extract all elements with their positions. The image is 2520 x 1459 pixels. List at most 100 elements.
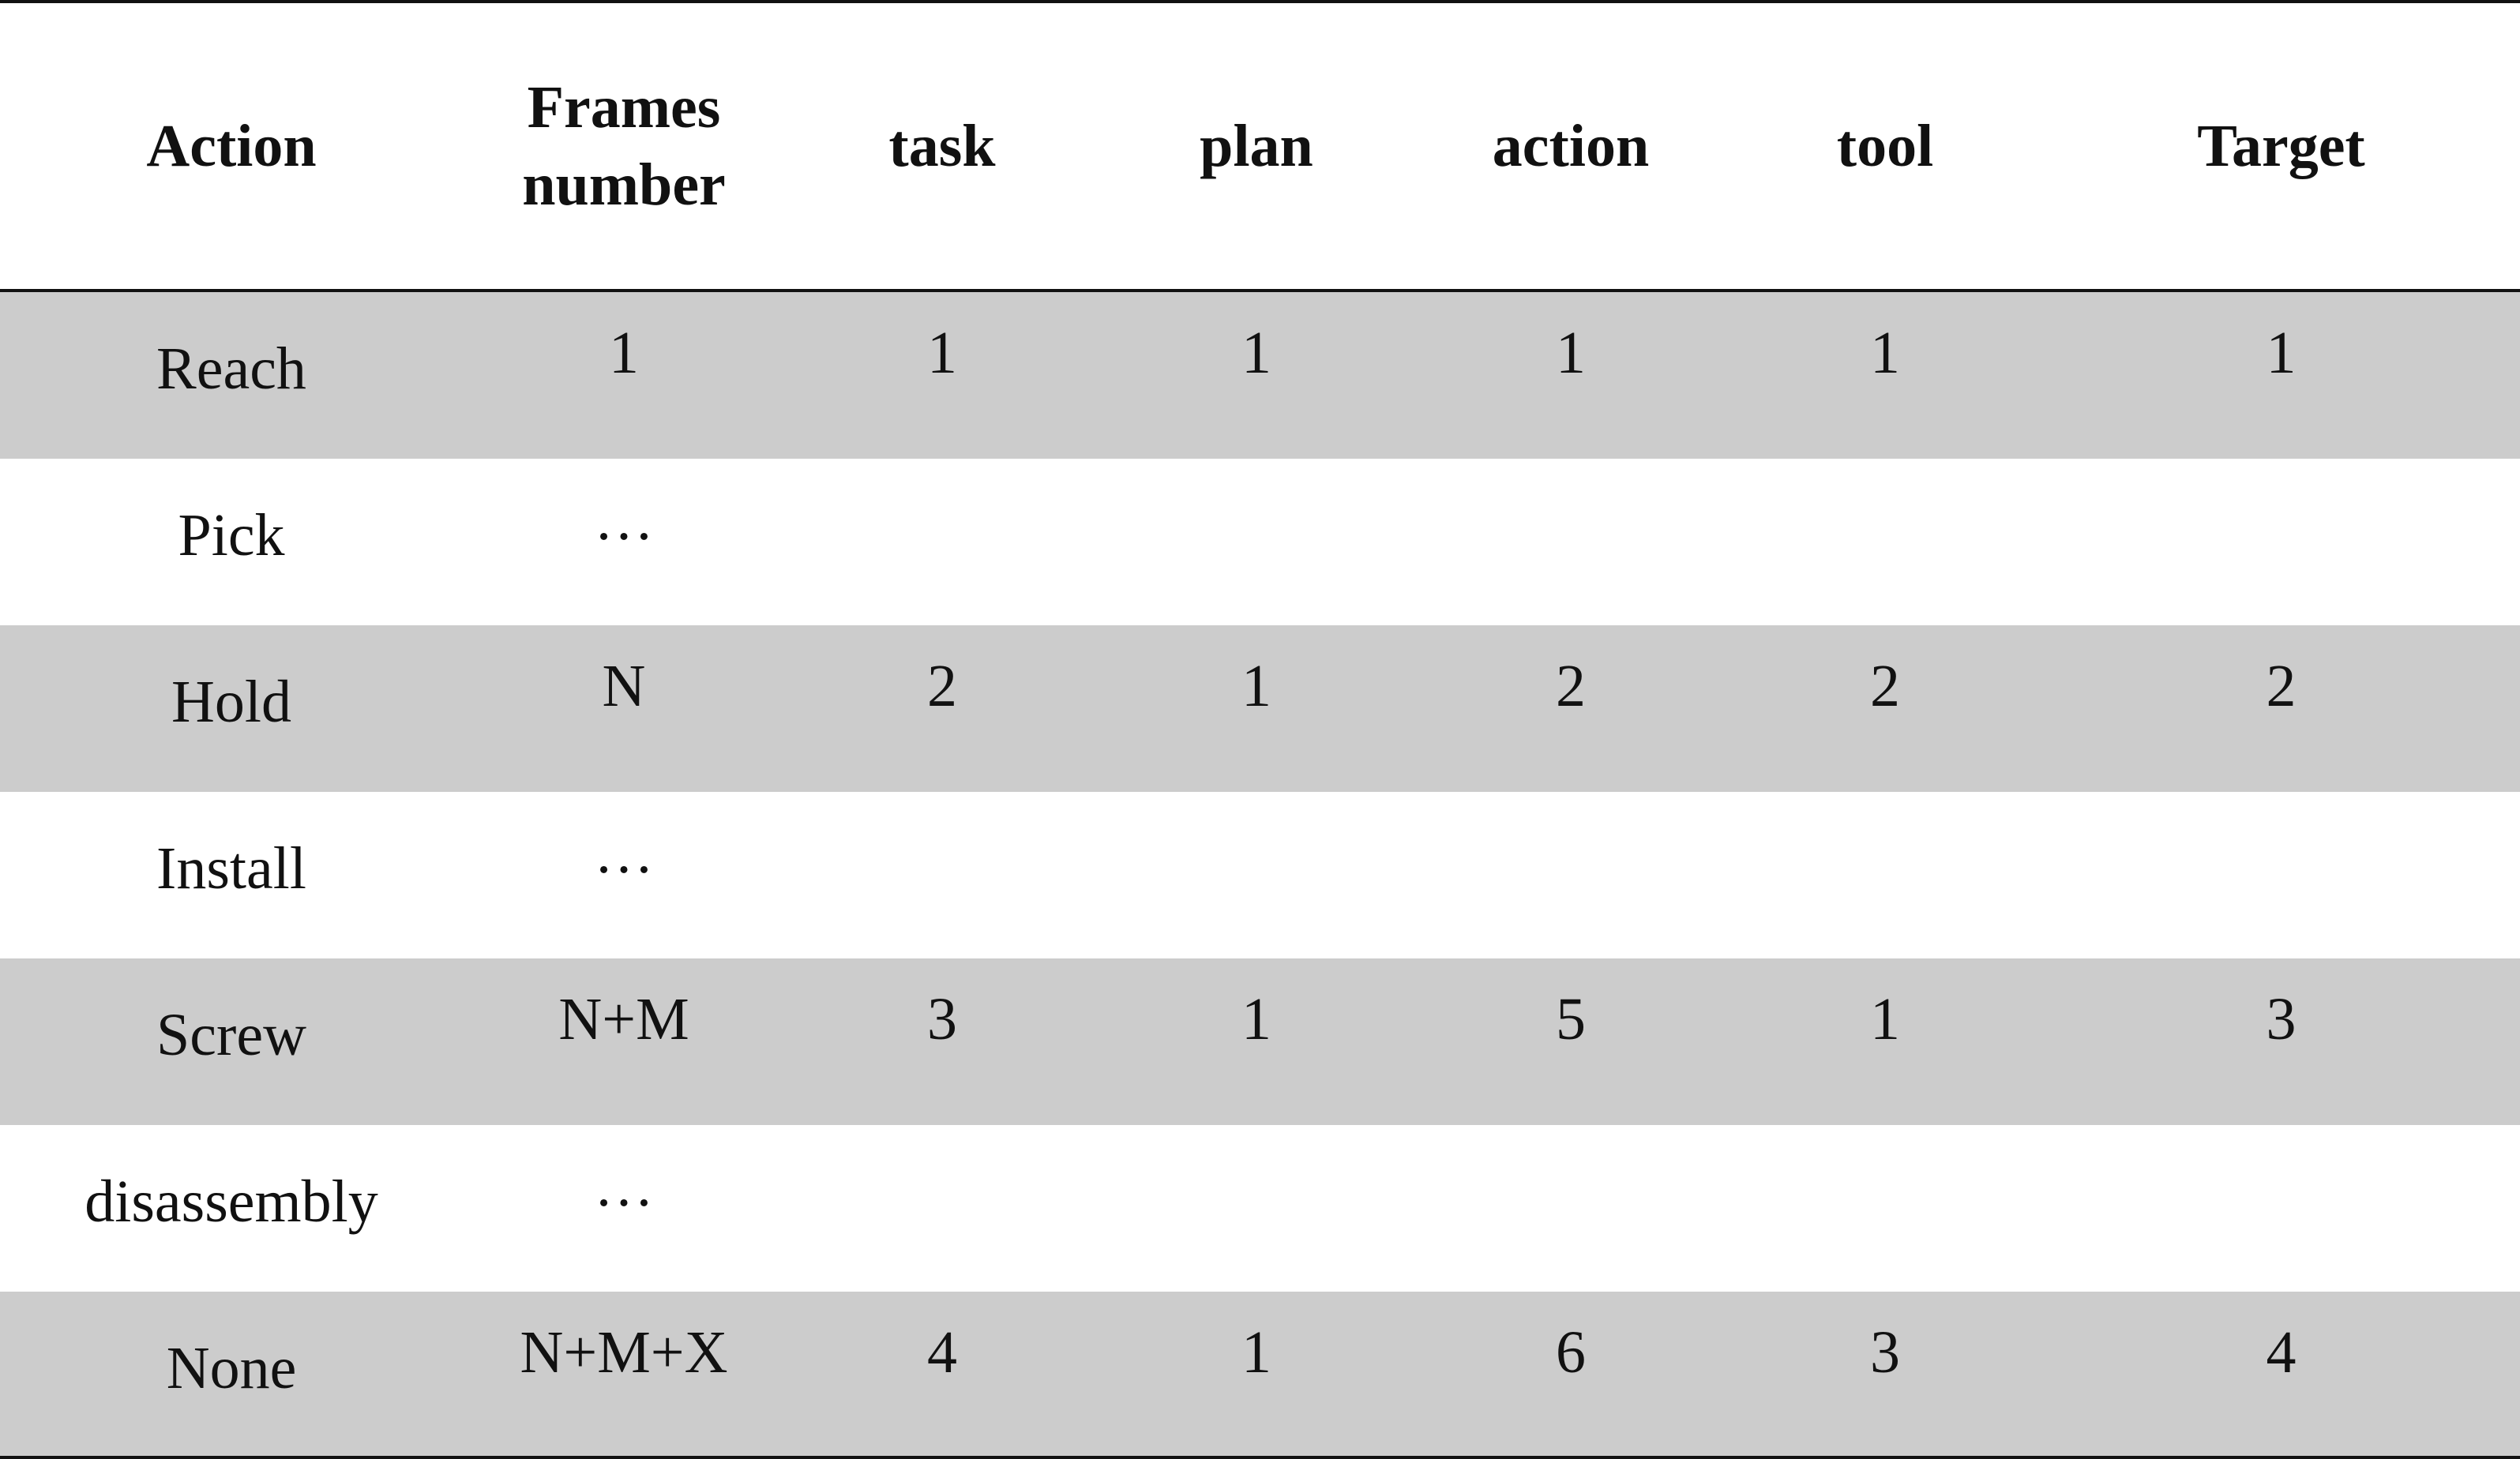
task-cell (785, 792, 1099, 958)
action-cell-text: Install (156, 835, 306, 902)
table-row: Pick … (0, 459, 2520, 625)
plan-cell (1099, 459, 1414, 625)
target-cell-text: 3 (2266, 986, 2297, 1052)
action-cell-text: Screw (156, 1002, 306, 1068)
action-cell-text: Hold (171, 669, 291, 735)
target-cell (2042, 1125, 2520, 1292)
action-cell: Hold (0, 625, 463, 792)
header-action-label: Action (146, 113, 317, 179)
tool-cell (1728, 459, 2042, 625)
plan-cell (1099, 792, 1414, 958)
header-plan: plan (1099, 3, 1414, 289)
header-action-col-label: action (1492, 113, 1650, 179)
action-value-cell: 6 (1414, 1292, 1728, 1458)
action-value-cell-text: 1 (1556, 320, 1586, 386)
frames-cell: 1 (463, 292, 785, 459)
plan-cell-text: 1 (1241, 653, 1271, 719)
action-value-cell (1414, 459, 1728, 625)
plan-cell: 1 (1099, 292, 1414, 459)
frames-cell: … (463, 792, 785, 958)
tool-cell: 1 (1728, 958, 2042, 1125)
frames-cell-text: N (602, 653, 646, 719)
plan-cell: 1 (1099, 625, 1414, 792)
plan-cell-text: 1 (1241, 986, 1271, 1052)
action-value-cell: 5 (1414, 958, 1728, 1125)
action-value-cell-text: 5 (1556, 986, 1586, 1052)
action-cell: Install (0, 792, 463, 958)
header-task: task (785, 3, 1099, 289)
target-cell (2042, 792, 2520, 958)
task-cell: 1 (785, 292, 1099, 459)
target-cell: 3 (2042, 958, 2520, 1125)
task-cell (785, 1125, 1099, 1292)
frames-cell-text: N+M (558, 986, 689, 1052)
frames-cell: … (463, 1125, 785, 1292)
plan-cell-text: 1 (1241, 1319, 1271, 1386)
tool-cell-text: 1 (1870, 986, 1900, 1052)
frames-cell: N (463, 625, 785, 792)
tool-cell-text: 3 (1870, 1319, 1900, 1386)
action-value-cell (1414, 1125, 1728, 1292)
action-cell-text: Reach (156, 336, 306, 402)
action-cell-text: None (166, 1335, 297, 1401)
frames-cell-text: N+M+X (520, 1319, 728, 1386)
frames-cell: … (463, 459, 785, 625)
header-task-label: task (888, 113, 996, 179)
frames-cell-text: … (594, 486, 654, 553)
header-frames-label-line2: number (522, 152, 726, 218)
frames-cell: N+M (463, 958, 785, 1125)
action-cell: Pick (0, 459, 463, 625)
header-plan-label: plan (1200, 113, 1313, 179)
table-row: Reach 1 1 1 1 1 1 (0, 292, 2520, 459)
tool-cell (1728, 1125, 2042, 1292)
task-cell-text: 1 (927, 320, 957, 386)
tool-cell: 1 (1728, 292, 2042, 459)
task-cell: 4 (785, 1292, 1099, 1458)
target-cell-text: 4 (2266, 1319, 2297, 1386)
target-cell: 1 (2042, 292, 2520, 459)
action-cell: disassembly (0, 1125, 463, 1292)
plan-cell: 1 (1099, 958, 1414, 1125)
action-value-cell (1414, 792, 1728, 958)
action-cell-text: Pick (178, 502, 285, 568)
table-row: None N+M+X 4 1 6 3 4 (0, 1292, 2520, 1458)
header-frames-label-line1: Frames (527, 74, 721, 141)
header-action: Action (0, 3, 463, 289)
frames-cell-text: 1 (609, 320, 639, 386)
plan-cell-text: 1 (1241, 320, 1271, 386)
frames-cell: N+M+X (463, 1292, 785, 1458)
tool-cell: 3 (1728, 1292, 2042, 1458)
plan-cell: 1 (1099, 1292, 1414, 1458)
action-value-cell-text: 2 (1556, 653, 1586, 719)
task-cell-text: 3 (927, 986, 957, 1052)
table-row: Install … (0, 792, 2520, 958)
plan-cell (1099, 1125, 1414, 1292)
tool-cell-text: 1 (1870, 320, 1900, 386)
bottom-rule (0, 1456, 2520, 1459)
table-header: Action Frames number task plan action to… (0, 3, 2520, 289)
target-cell: 2 (2042, 625, 2520, 792)
target-cell-text: 1 (2266, 320, 2297, 386)
table-row: Screw N+M 3 1 5 1 3 (0, 958, 2520, 1125)
frames-cell-text: … (594, 1153, 654, 1219)
task-cell-text: 4 (927, 1319, 957, 1386)
tool-cell: 2 (1728, 625, 2042, 792)
action-cell: None (0, 1292, 463, 1458)
header-tool: tool (1728, 3, 2042, 289)
action-value-cell-text: 6 (1556, 1319, 1586, 1386)
task-cell-text: 2 (927, 653, 957, 719)
action-value-cell: 1 (1414, 292, 1728, 459)
action-cell-text: disassembly (85, 1168, 378, 1235)
action-cell: Reach (0, 292, 463, 459)
target-cell (2042, 459, 2520, 625)
header-frames-number: Frames number (463, 3, 785, 289)
header-target: Target (2042, 3, 2520, 289)
task-cell: 3 (785, 958, 1099, 1125)
action-value-cell: 2 (1414, 625, 1728, 792)
header-action-col: action (1414, 3, 1728, 289)
target-cell: 4 (2042, 1292, 2520, 1458)
task-cell (785, 459, 1099, 625)
task-cell: 2 (785, 625, 1099, 792)
